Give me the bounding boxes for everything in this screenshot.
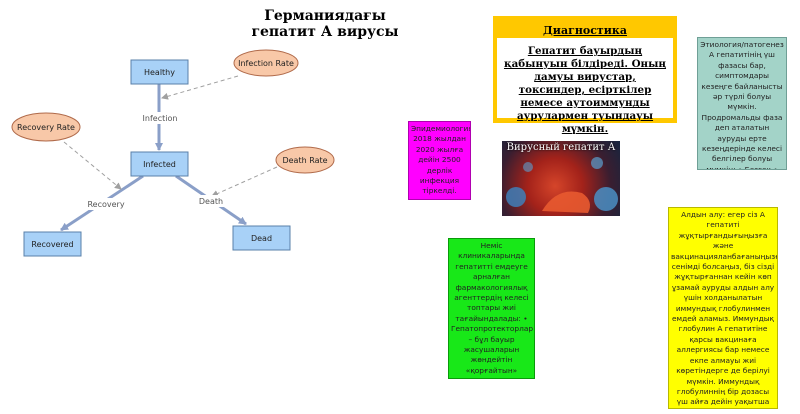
- stock-healthy-label: Healthy: [144, 68, 175, 77]
- stock-infected-label: Infected: [143, 160, 176, 169]
- diagnostics-panel-body: [497, 38, 673, 118]
- stock-dead[interactable]: [232, 225, 291, 251]
- page-title: Германиядағы гепатит А вирусы: [230, 8, 420, 40]
- variable-infection-rate-label: Infection Rate: [238, 59, 294, 68]
- diagnostics-text: Гепатит бауырдың қабынуын білдіреді. Оны…: [503, 45, 667, 135]
- flow-label-recovery-bg: [84, 198, 128, 210]
- variable-recovery-rate-label: Recovery Rate: [17, 123, 75, 132]
- virus-particles-graphic: [506, 157, 618, 213]
- hepatitis-liver-image: Вирусный гепатит А: [502, 141, 620, 216]
- title-line-1: Германиядағы: [264, 8, 386, 24]
- flow-label-infection-bg: [141, 112, 179, 124]
- variable-recovery-rate[interactable]: [11, 112, 81, 142]
- diagnostics-heading: Диагностика: [543, 24, 627, 37]
- variable-death-rate[interactable]: [275, 146, 335, 174]
- note-treatment: Неміс клиникаларында гепатитті емдеуге а…: [448, 238, 535, 379]
- note-epidemiology: Эпидемиология 2018 жылдан 2020 жылға дей…: [408, 121, 471, 200]
- hepatitis-image-caption: Вирусный гепатит А: [506, 142, 616, 153]
- link-recovery-rate: [63, 141, 122, 190]
- title-line-2: гепатит А вирусы: [251, 24, 399, 40]
- flow-label-infection: Infection: [143, 114, 178, 123]
- stock-healthy[interactable]: [130, 59, 189, 85]
- flow-label-death: Death: [199, 197, 223, 206]
- variable-death-rate-label: Death Rate: [282, 156, 327, 165]
- link-death-rate: [211, 166, 278, 197]
- stock-recovered-label: Recovered: [31, 240, 73, 249]
- link-infection-rate: [161, 75, 239, 100]
- flow-label-death-bg: [197, 195, 227, 207]
- stock-infected[interactable]: [130, 151, 189, 177]
- stock-dead-label: Dead: [251, 234, 272, 243]
- variable-infection-rate[interactable]: [233, 49, 299, 77]
- note-etiology: Этиология/патогенез А гепатитінің үш фаз…: [697, 37, 787, 170]
- stock-recovered[interactable]: [23, 231, 82, 257]
- note-prevention: Алдын алу: егер сіз А гепатиті жұқтырған…: [668, 207, 778, 409]
- flow-label-recovery: Recovery: [87, 200, 124, 209]
